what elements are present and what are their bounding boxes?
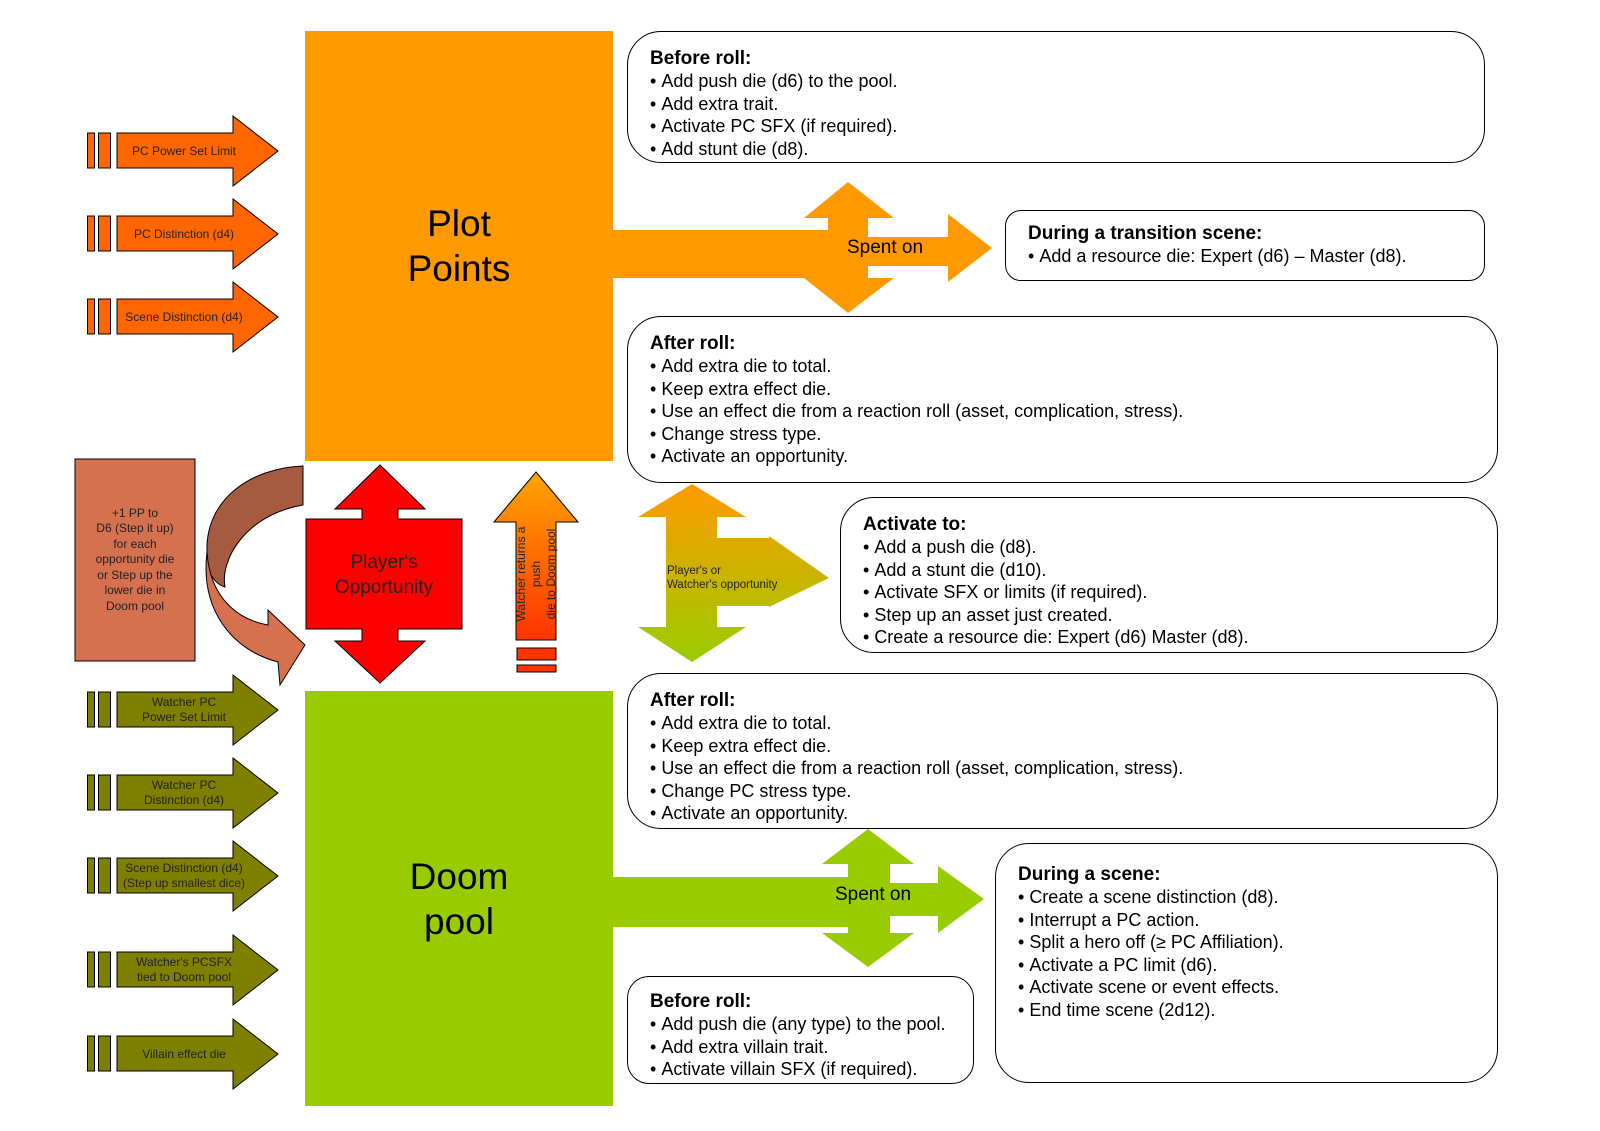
doom-before-roll-title: Before roll: — [650, 991, 752, 1012]
callout-item: Add a stunt die (d10). — [863, 559, 1475, 582]
pp-transition-list: Add a resource die: Expert (d6) – Master… — [1028, 245, 1462, 268]
callout-item: Add push die (d6) to the pool. — [650, 70, 1462, 93]
callout-item: Keep extra effect die. — [650, 378, 1475, 401]
callout-item: Add push die (any type) to the pool. — [650, 1013, 951, 1036]
doom-after-roll-callout: After roll: Add extra die to total.Keep … — [627, 673, 1498, 829]
callout-item: Activate scene or event effects. — [1018, 976, 1475, 999]
players-opportunity-arrow — [305, 464, 463, 684]
doom-after-roll-list: Add extra die to total.Keep extra effect… — [650, 712, 1475, 825]
doom-during-scene-callout: During a scene: Create a scene distincti… — [995, 843, 1498, 1083]
callout-item: Activate a PC limit (d6). — [1018, 954, 1475, 977]
callout-item: Use an effect die from a reaction roll (… — [650, 400, 1475, 423]
callout-item: Add extra villain trait. — [650, 1036, 951, 1059]
callout-item: Create a scene distinction (d8). — [1018, 886, 1475, 909]
watcher-return-bar-2 — [516, 664, 557, 673]
pp-before-roll-list: Add push die (d6) to the pool.Add extra … — [650, 70, 1462, 160]
pp-conversion-box-shape — [74, 458, 196, 662]
watcher-return-label: Watcher returns a push die to Doom pool — [514, 514, 558, 634]
plot-point-source-label: Scene Distinction (d4) — [125, 309, 243, 324]
callout-item: Activate an opportunity. — [650, 445, 1475, 468]
doom-pool-source-arrow: Watcher PC Distinction (d4) — [87, 757, 282, 829]
doom-pool-source-label: Watcher PC Distinction (d4) — [143, 778, 225, 807]
doom-spent-on-text: Spent on — [834, 884, 912, 905]
callout-item: Keep extra effect die. — [650, 735, 1475, 758]
callout-item: Interrupt a PC action. — [1018, 909, 1475, 932]
doom-during-scene-title: During a scene: — [1018, 864, 1161, 885]
shared-opportunity-label: Player's or Watcher's opportunity — [667, 562, 807, 594]
activate-to-callout: Activate to: Add a push die (d8).Add a s… — [840, 497, 1498, 653]
callout-item: Use an effect die from a reaction roll (… — [650, 757, 1475, 780]
pp-transition-title: During a transition scene: — [1028, 223, 1263, 244]
plot-points-label: Plot Points — [407, 203, 511, 289]
callout-item: Add stunt die (d8). — [650, 138, 1462, 161]
doom-pool-label: Doom pool — [409, 855, 509, 942]
doom-pool-source-label: Watcher PC Power Set Limit — [141, 695, 227, 724]
plot-point-source-arrow: PC Distinction (d4) — [87, 198, 282, 270]
watcher-return-arrow — [492, 471, 580, 673]
callout-item: End time scene (2d12). — [1018, 999, 1475, 1022]
doom-after-roll-title: After roll: — [650, 690, 736, 711]
activate-to-title: Activate to: — [863, 514, 967, 535]
pp-after-roll-list: Add extra die to total.Keep extra effect… — [650, 355, 1475, 468]
callout-item: Change PC stress type. — [650, 780, 1475, 803]
doom-pool-source-label: Scene Distinction (d4) (Step up smallest… — [122, 861, 246, 890]
callout-item: Activate PC SFX (if required). — [650, 115, 1462, 138]
watcher-return-text: Watcher returns a push die to Doom pool — [513, 526, 558, 622]
players-opportunity-text: Player's Opportunity — [334, 552, 434, 598]
doom-spent-on-arrow — [612, 829, 984, 967]
watcher-return-bar-1 — [516, 647, 557, 661]
callout-item: Add a resource die: Expert (d6) – Master… — [1028, 245, 1462, 268]
doom-pool-source-label: Villain effect die — [142, 1046, 226, 1061]
callout-item: Create a resource die: Expert (d6) Maste… — [863, 626, 1475, 649]
callout-item: Step up an asset just created. — [863, 604, 1475, 627]
callout-item: Add extra trait. — [650, 93, 1462, 116]
shared-opportunity-text: Player's or Watcher's opportunity — [667, 565, 778, 591]
doom-pool-source-arrow: Scene Distinction (d4) (Step up smallest… — [87, 840, 282, 912]
doom-pool-source-arrow: Watcher PC Power Set Limit — [87, 674, 282, 746]
doom-pool-source-arrow: Watcher's PCSFX tied to Doom pool — [87, 934, 282, 1006]
callout-item: Activate SFX or limits (if required). — [863, 581, 1475, 604]
callout-item: Add a push die (d8). — [863, 536, 1475, 559]
callout-item: Change stress type. — [650, 423, 1475, 446]
plot-point-source-label: PC Power Set Limit — [131, 143, 237, 158]
shared-opportunity-arrow — [638, 484, 829, 662]
pp-spent-on-label: Spent on — [830, 236, 940, 260]
callout-item: Split a hero off (≥ PC Affiliation). — [1018, 931, 1475, 954]
callout-item: Activate villain SFX (if required). — [650, 1058, 951, 1081]
callout-item: Add extra die to total. — [650, 355, 1475, 378]
doom-pool-source-arrow: Villain effect die — [87, 1018, 282, 1090]
callout-item: Activate an opportunity. — [650, 802, 1475, 825]
pp-after-roll-title: After roll: — [650, 333, 736, 354]
pp-after-roll-callout: After roll: Add extra die to total.Keep … — [627, 316, 1498, 483]
pp-before-roll-title: Before roll: — [650, 48, 752, 69]
plot-point-source-arrow: PC Power Set Limit — [87, 115, 282, 187]
plot-point-source-label: PC Distinction (d4) — [133, 226, 235, 241]
doom-before-roll-callout: Before roll: Add push die (any type) to … — [627, 976, 974, 1084]
callout-item: Add extra die to total. — [650, 712, 1475, 735]
pp-spent-on-arrow — [612, 182, 992, 313]
doom-pool: Doom pool — [305, 691, 613, 1106]
pp-transition-callout: During a transition scene: Add a resourc… — [1005, 210, 1485, 281]
pp-spent-on-text: Spent on — [846, 237, 924, 258]
doom-during-scene-list: Create a scene distinction (d8).Interrup… — [1018, 886, 1475, 1021]
pp-conversion-box: +1 PP to D6 (Step it up) for each opport… — [75, 459, 195, 661]
doom-pool-source-label: Watcher's PCSFX tied to Doom pool — [136, 955, 232, 984]
curved-return-arrow — [205, 465, 306, 687]
activate-to-list: Add a push die (d8).Add a stunt die (d10… — [863, 536, 1475, 649]
pp-before-roll-callout: Before roll: Add push die (d6) to the po… — [627, 31, 1485, 163]
plot-point-source-arrow: Scene Distinction (d4) — [87, 281, 282, 353]
plot-points-pool: Plot Points — [305, 31, 613, 461]
doom-before-roll-list: Add push die (any type) to the pool.Add … — [650, 1013, 951, 1081]
doom-spent-on-label: Spent on — [818, 883, 928, 907]
players-opportunity-label: Player's Opportunity — [306, 540, 462, 610]
pp-conversion-text: +1 PP to D6 (Step it up) for each opport… — [95, 505, 175, 613]
